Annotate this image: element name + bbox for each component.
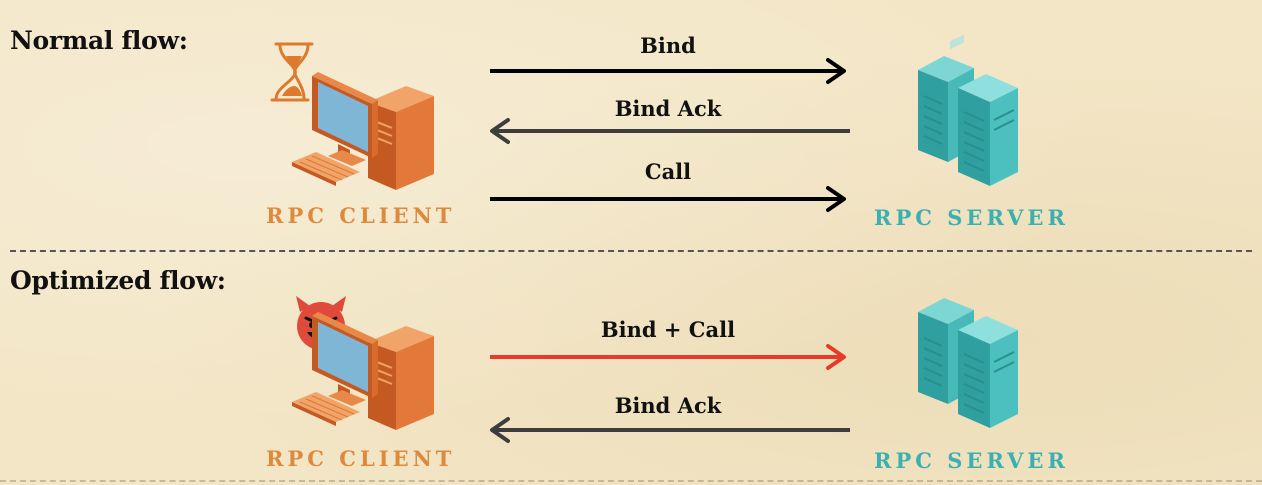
arrow-bind-ack <box>490 417 850 443</box>
message-label-bind-call: Bind + Call <box>600 317 736 342</box>
bottom-border <box>0 480 1262 482</box>
arrow-bind-ack <box>490 118 850 144</box>
rpc-server-label: RPC SERVER <box>874 448 1069 473</box>
server-icon <box>918 34 1018 186</box>
message-label-bind: Bind <box>640 33 696 58</box>
message-label-bind-ack: Bind Ack <box>614 96 722 121</box>
arrow-call <box>490 186 846 212</box>
client-computer-icon <box>292 72 434 190</box>
arrow-bind <box>490 58 846 84</box>
section-divider <box>10 250 1252 252</box>
server-icon <box>918 298 1018 428</box>
message-label-call: Call <box>644 159 692 184</box>
normal-flow-title: Normal flow: <box>10 26 188 55</box>
rpc-client-label: RPC CLIENT <box>266 446 456 471</box>
arrow-bind-call <box>490 344 846 370</box>
rpc-server-label: RPC SERVER <box>874 205 1069 230</box>
message-label-bind-ack: Bind Ack <box>614 393 722 418</box>
optimized-flow-title: Optimized flow: <box>10 266 226 295</box>
client-computer-icon <box>292 312 434 430</box>
rpc-client-label: RPC CLIENT <box>266 203 456 228</box>
hourglass-icon <box>270 42 314 102</box>
